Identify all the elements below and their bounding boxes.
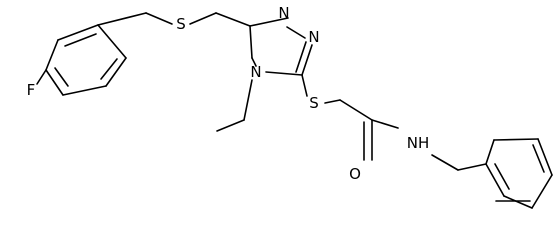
- bond: [324, 99, 341, 104]
- bond: [493, 138, 539, 141]
- bond: [100, 58, 118, 80]
- triazole-n4-label: N: [250, 63, 261, 81]
- bond: [216, 119, 245, 132]
- bond: [494, 163, 510, 190]
- bond: [215, 12, 251, 27]
- amide-nitrogen-label: NH: [407, 134, 430, 152]
- bond: [64, 33, 97, 47]
- bond: [97, 12, 147, 26]
- bond: [457, 163, 487, 171]
- bond: [54, 67, 69, 87]
- bond: [532, 144, 545, 173]
- bond: [45, 39, 59, 71]
- thioether-sulfur-label: S: [176, 15, 186, 33]
- bond: [301, 44, 313, 76]
- bond-lines: [36, 12, 553, 209]
- bond: [36, 69, 47, 85]
- bond: [503, 195, 533, 209]
- bond: [62, 85, 107, 96]
- bond: [251, 57, 257, 67]
- bond: [286, 26, 306, 39]
- carbonyl-oxygen-label: O: [349, 165, 361, 183]
- bond: [265, 71, 303, 76]
- bond: [431, 154, 459, 171]
- bond: [249, 17, 289, 27]
- triazole-n2-label: N: [308, 28, 319, 46]
- bond: [371, 119, 399, 129]
- bond: [537, 138, 553, 176]
- bond: [105, 57, 127, 87]
- bond: [531, 174, 553, 209]
- bond: [485, 139, 495, 165]
- bond: [57, 24, 99, 41]
- atom-labels: F S N N N S NH O: [27, 4, 430, 183]
- fluorine-label: F: [27, 81, 36, 99]
- bond: [295, 41, 307, 73]
- bond: [249, 25, 253, 59]
- thio-sulfur-label: S: [309, 94, 319, 112]
- bond: [189, 12, 217, 25]
- bond: [485, 163, 505, 197]
- bond: [301, 74, 308, 97]
- bond: [243, 79, 253, 121]
- molecular-structure-diagram: F S N N N S NH O: [27, 4, 553, 209]
- bond: [45, 69, 64, 96]
- bond: [339, 99, 373, 121]
- bond: [145, 12, 173, 25]
- bond: [97, 24, 127, 59]
- triazole-n1-label: N: [278, 4, 289, 22]
